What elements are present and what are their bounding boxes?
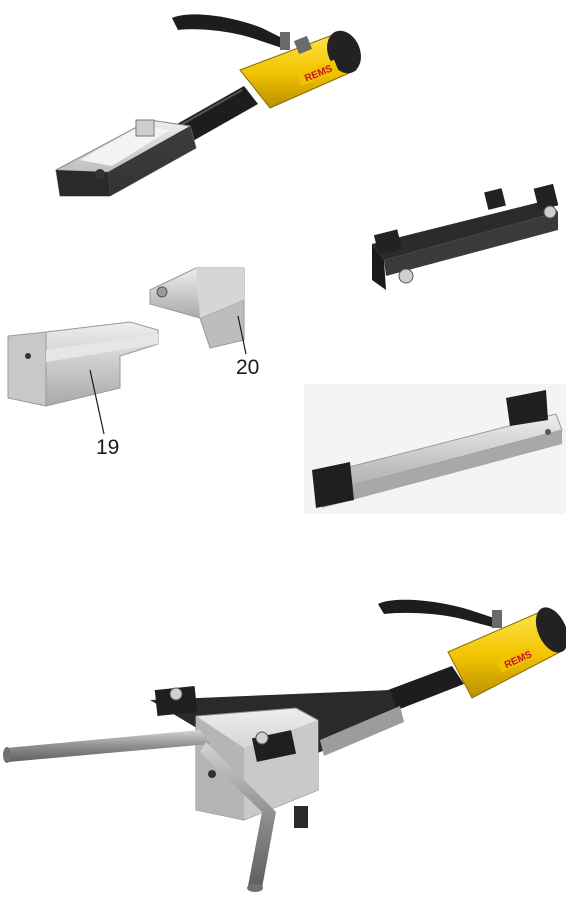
part-20-block xyxy=(149,267,245,349)
crossbar-icon xyxy=(372,183,559,290)
assembled-bender-icon: REMS xyxy=(3,599,566,892)
leader-line-20 xyxy=(237,315,247,355)
hydraulic-pump-icon: REMS xyxy=(55,14,361,197)
leader-line-19 xyxy=(89,369,105,435)
bending-segment-icon xyxy=(304,384,566,514)
callout-label-19: 19 xyxy=(96,436,120,459)
callout-label-20: 20 xyxy=(236,356,260,379)
part-19-bracket xyxy=(7,321,159,407)
